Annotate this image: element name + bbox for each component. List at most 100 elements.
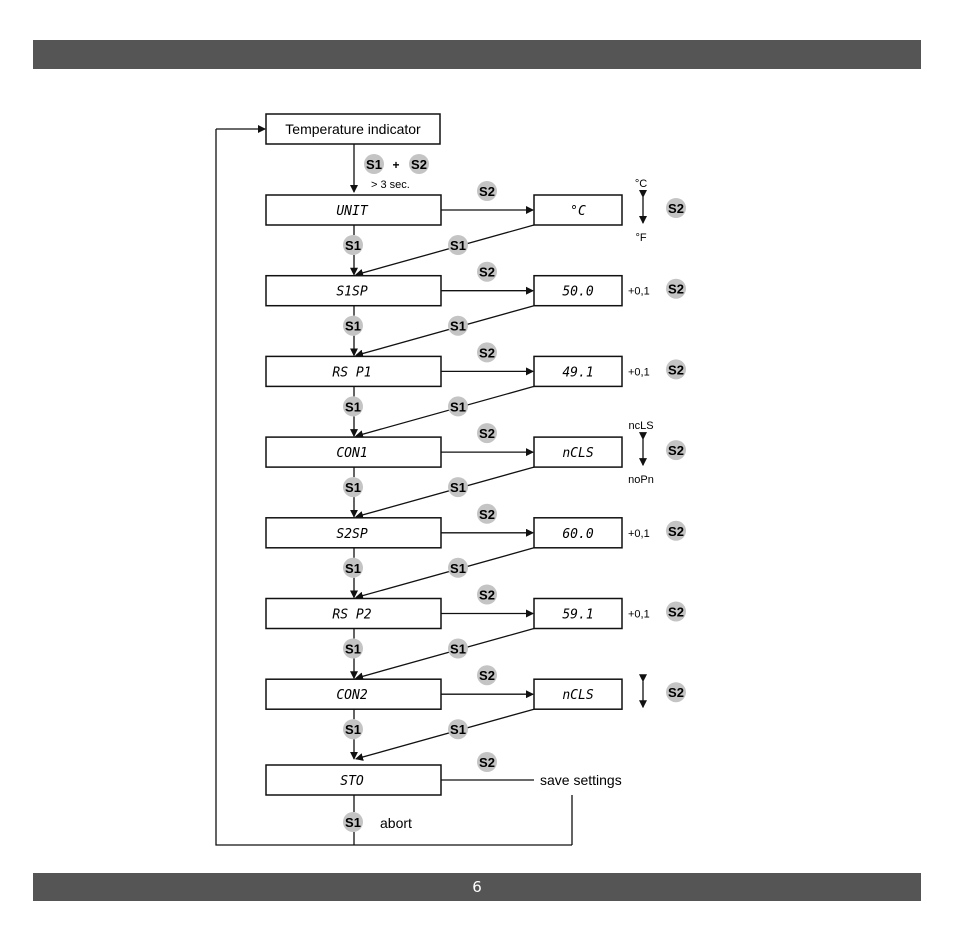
down-s1-key-3 xyxy=(343,396,363,417)
param-label-3: RS P1 xyxy=(332,365,371,380)
return-s1-key-5-label: S1 xyxy=(450,561,466,576)
down-s1-key-5-label: S1 xyxy=(345,561,361,576)
row-s2-key-7 xyxy=(477,665,497,686)
entry-hold-time: > 3 sec. xyxy=(371,179,410,191)
header-bar xyxy=(33,40,921,69)
adjust-s2-key-7-label: S2 xyxy=(668,685,684,700)
return-s1-key-2 xyxy=(448,315,468,336)
adjust-s2-key-5-label: S2 xyxy=(668,524,684,539)
store-s2-key: S2 xyxy=(477,752,497,772)
down-s1-key-1 xyxy=(343,235,363,255)
row-s2-key-3 xyxy=(477,342,497,363)
value-box-5 xyxy=(533,517,623,549)
toggle-top-1: °C xyxy=(635,178,647,190)
return-s1-key-4-label: S1 xyxy=(450,480,466,495)
value-label-6: 59.1 xyxy=(562,608,593,623)
down-s1-key-3-label: S1 xyxy=(345,399,361,414)
row-s2-key-6-label: S2 xyxy=(479,588,495,603)
value-box-6 xyxy=(533,597,623,630)
entry-s1-key: S1 xyxy=(364,154,384,174)
down-s1-key-6 xyxy=(343,638,363,659)
adjust-s2-key-2 xyxy=(666,278,686,299)
abort-label: abort xyxy=(380,815,412,831)
row-s2-key-2-label: S2 xyxy=(479,265,495,280)
value-box-7 xyxy=(533,678,623,710)
adjust-s2-key-4-label: S2 xyxy=(668,443,684,458)
down-s1-key-4 xyxy=(343,477,363,498)
value-label-1: °C xyxy=(570,204,586,219)
down-s1-key-2 xyxy=(343,315,363,336)
return-s1-key-7-label: S1 xyxy=(450,722,466,737)
return-s1-key-6-label: S1 xyxy=(450,642,466,657)
adjust-s2-key-1-label: S2 xyxy=(668,201,684,216)
value-label-5: 60.0 xyxy=(562,527,593,542)
page-number: 6 xyxy=(472,878,482,896)
toggle-top-4: ncLS xyxy=(628,420,653,432)
row-s2-key-4-label: S2 xyxy=(479,426,495,441)
row-s2-key-1 xyxy=(477,181,497,201)
row-s2-key-5 xyxy=(477,503,497,524)
value-box-4 xyxy=(533,436,623,468)
return-s1-key-4 xyxy=(448,477,468,498)
down-s1-key-7 xyxy=(343,719,363,740)
entry-s2-key: S2 xyxy=(409,154,429,174)
value-box-2 xyxy=(533,274,623,307)
return-s1-key-6 xyxy=(448,638,468,659)
down-s1-key-2-label: S1 xyxy=(345,319,361,334)
svg-text:S1: S1 xyxy=(366,157,382,172)
value-label-2: 50.0 xyxy=(562,285,593,300)
param-label-7: CON2 xyxy=(336,688,367,703)
return-s1-key-7 xyxy=(448,719,468,740)
temperature-indicator-box xyxy=(265,113,441,145)
param-box-2 xyxy=(265,274,442,307)
value-box-3 xyxy=(533,355,623,388)
param-label-1: UNIT xyxy=(336,204,368,219)
row-s2-key-1-label: S2 xyxy=(479,184,495,199)
param-label-2: S1SP xyxy=(336,285,367,300)
down-s1-key-1-label: S1 xyxy=(345,238,361,253)
svg-text:S2: S2 xyxy=(411,157,427,172)
increment-3: +0,1 xyxy=(628,366,650,378)
save-settings-label: save settings xyxy=(540,772,622,788)
adjust-s2-key-7 xyxy=(666,682,686,703)
adjust-s2-key-4 xyxy=(666,440,686,461)
row-s2-key-6 xyxy=(477,584,497,605)
down-s1-key-7-label: S1 xyxy=(345,722,361,737)
param-box-7 xyxy=(265,678,442,710)
abort-s1-key: S1 xyxy=(343,812,363,832)
row-s2-key-2 xyxy=(477,261,497,282)
param-label-5: S2SP xyxy=(336,527,367,542)
param-box-1 xyxy=(265,194,442,226)
toggle-bottom-1: °F xyxy=(635,232,646,244)
return-s1-key-1-label: S1 xyxy=(450,238,466,253)
value-box-1 xyxy=(533,194,623,226)
adjust-s2-key-6 xyxy=(666,601,686,622)
value-label-3: 49.1 xyxy=(562,365,593,380)
down-s1-key-4-label: S1 xyxy=(345,480,361,495)
return-s1-key-3-label: S1 xyxy=(450,399,466,414)
return-s1-key-2-label: S1 xyxy=(450,319,466,334)
return-s1-key-1 xyxy=(448,235,468,255)
store-box-label: STO xyxy=(340,774,364,789)
row-s2-key-5-label: S2 xyxy=(479,507,495,522)
increment-5: +0,1 xyxy=(628,528,650,540)
value-label-7: nCLS xyxy=(562,688,593,703)
param-label-6: RS P2 xyxy=(332,608,371,623)
entry-plus: + xyxy=(392,158,399,172)
adjust-s2-key-2-label: S2 xyxy=(668,282,684,297)
return-s1-key-5 xyxy=(448,557,468,578)
adjust-s2-key-3 xyxy=(666,359,686,380)
svg-text:S1: S1 xyxy=(345,815,361,830)
adjust-s2-key-6-label: S2 xyxy=(668,605,684,620)
param-label-4: CON1 xyxy=(336,446,367,461)
page-number-bar: 6 xyxy=(33,873,921,901)
adjust-s2-key-3-label: S2 xyxy=(668,362,684,377)
adjust-s2-key-5 xyxy=(666,520,686,541)
svg-text:S2: S2 xyxy=(479,755,495,770)
row-s2-key-4 xyxy=(477,423,497,444)
down-s1-key-6-label: S1 xyxy=(345,642,361,657)
increment-6: +0,1 xyxy=(628,609,650,621)
row-s2-key-7-label: S2 xyxy=(479,668,495,683)
adjust-s2-key-1 xyxy=(666,198,686,218)
